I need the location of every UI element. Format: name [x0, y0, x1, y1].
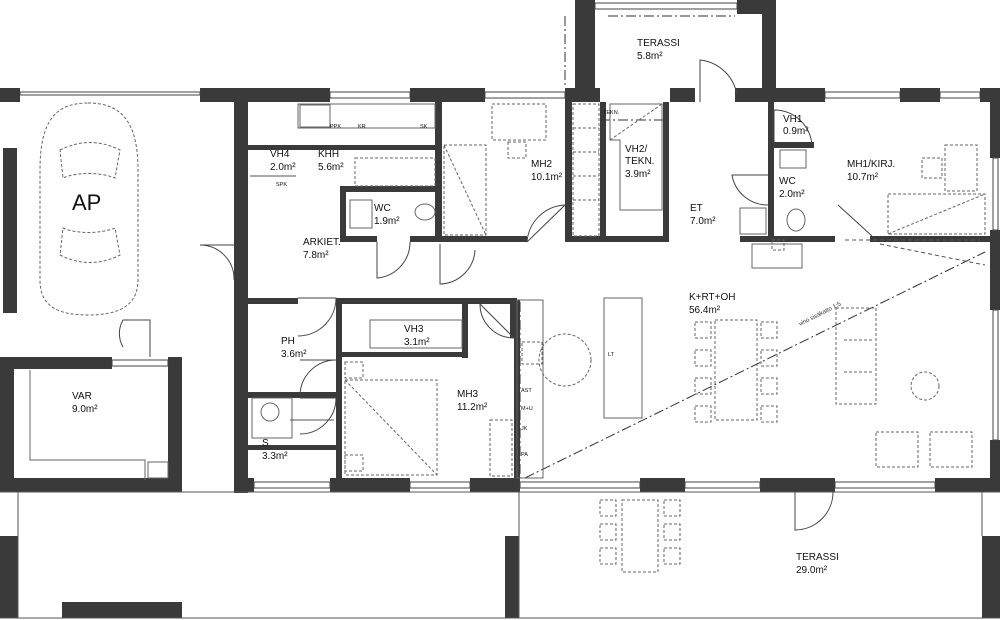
room-vh1-name: VH1: [783, 114, 803, 125]
room-terassi-top-name: TERASSI: [637, 38, 680, 49]
room-vh1-area: 0.9m²: [783, 126, 809, 137]
doors: [118, 59, 873, 531]
room-vh2-name: VH2/: [625, 144, 647, 155]
label-jk: JK: [521, 426, 528, 432]
furniture: [29, 103, 986, 573]
room-ph-name: PH: [281, 336, 295, 347]
room-wc-right-area: 2.0m²: [779, 189, 805, 200]
room-vh4-area: 2.0m²: [270, 162, 296, 173]
room-wc-right-name: WC: [779, 176, 796, 187]
room-mh3-name: MH3: [457, 389, 479, 400]
room-et-area: 7.0m²: [690, 216, 716, 227]
room-s-name: S: [262, 438, 269, 449]
room-wc-left-area: 1.9m²: [374, 216, 400, 227]
room-arkiet-area: 7.8m²: [303, 250, 329, 261]
label-ast: AST: [521, 388, 532, 394]
room-khh-area: 5.6m²: [318, 162, 344, 173]
room-wc-left-name: WC: [374, 203, 391, 214]
room-et-name: ET: [690, 203, 703, 214]
room-terassi-top-area: 5.8m²: [637, 51, 663, 62]
ceiling-line: [519, 119, 986, 479]
terrace-outlines: [0, 15, 1000, 619]
room-khh-name: KHH: [318, 149, 339, 160]
room-arkiet-name: ARKIET.: [303, 237, 341, 248]
room-vh2-area: 3.9m²: [625, 169, 651, 180]
windows: [19, 2, 999, 489]
car-icon: [39, 102, 139, 316]
room-s-area: 3.3m²: [262, 451, 288, 462]
label-mu: M+U: [521, 406, 533, 412]
label-lt: LT: [608, 352, 615, 358]
room-mh3-area: 11.2m²: [457, 402, 488, 413]
room-terassi-bottom-name: TERASSI: [796, 552, 839, 563]
label-ppk: PPK: [330, 124, 341, 130]
room-vh2-name2: TEKN.: [625, 156, 654, 167]
fixture-labels: TEKN. PPK KR SK SPK LT AST M+U JK PA vin…: [276, 110, 843, 458]
label-kr: KR: [358, 124, 366, 130]
room-terassi-bottom-area: 29.0m²: [796, 565, 828, 576]
room-vh4-name: VH4: [270, 149, 290, 160]
room-mh2-area: 10.1m²: [531, 172, 563, 183]
room-mh2-name: MH2: [531, 159, 553, 170]
room-labels: AP TERASSI 5.8m² VH4 2.0m² KHH 5.6m² MH2…: [72, 38, 895, 576]
room-mh1-area: 10.7m²: [847, 172, 879, 183]
label-tekn: TEKN.: [603, 110, 620, 116]
room-ph-area: 3.6m²: [281, 349, 307, 360]
label-pa: PA: [521, 452, 528, 458]
room-var-area: 9.0m²: [72, 404, 98, 415]
room-var-name: VAR: [72, 391, 92, 402]
label-sk: SK: [420, 124, 428, 130]
room-mh1-name: MH1/KIRJ.: [847, 159, 895, 170]
carport-label: AP: [72, 190, 101, 215]
room-krtoh-name: K+RT+OH: [689, 292, 736, 303]
room-krtoh-area: 56.4m²: [689, 305, 721, 316]
room-vh3-area: 3.1m²: [404, 337, 430, 348]
room-vh3-name: VH3: [404, 324, 424, 335]
label-spk: SPK: [276, 182, 287, 188]
